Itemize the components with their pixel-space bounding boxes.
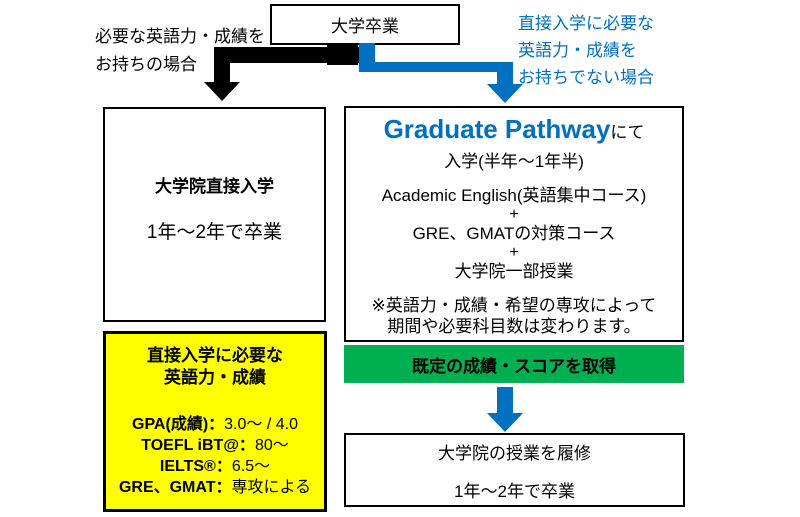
pathway-title-en: Graduate Pathway <box>383 114 611 144</box>
black-arrowhead-icon <box>204 82 240 101</box>
blue-arrow-hbar <box>359 62 513 72</box>
final-box-line2: 1年〜2年で卒業 <box>454 481 575 501</box>
left-branch-label-line2: お持ちの場合 <box>95 55 197 74</box>
pathway-admission: 入学(半年〜1年半) <box>444 152 584 171</box>
blue-down-arrow-shaft <box>497 387 513 414</box>
pathway-course1: Academic English(英語集中コース) <box>381 186 647 205</box>
requirement-item-ielts: IELTS®：6.5〜 <box>159 458 271 475</box>
direct-entry-title: 大学院直接入学 <box>155 176 274 196</box>
pathway-note2: 期間や必要科目数は変わります。 <box>387 317 641 336</box>
green-status-bar: 既定の成績・スコアを取得 <box>344 345 684 383</box>
blue-arrowhead-icon <box>487 84 523 103</box>
direct-entry-duration: 1年〜2年で卒業 <box>146 221 283 243</box>
final-box: 大学院の授業を履修 1年〜2年で卒業 <box>344 433 685 507</box>
blue-arrow-vleg <box>497 62 513 85</box>
direct-entry-box: 大学院直接入学 1年〜2年で卒業 <box>103 107 326 322</box>
right-branch-label-line2: 英語力・成績を <box>518 41 637 60</box>
pathway-title: Graduate Pathwayにて <box>384 113 645 149</box>
black-arrow-vleg <box>214 60 230 83</box>
graduation-box-label: 大学卒業 <box>331 17 399 36</box>
requirements-title-line1: 直接入学に必要な <box>147 346 283 365</box>
requirements-box: 直接入学に必要な 英語力・成績 GPA(成績)：3.0〜 / 4.0 TOEFL… <box>103 331 327 512</box>
green-status-label: 既定の成績・スコアを取得 <box>412 356 616 376</box>
right-branch-label-line1: 直接入学に必要な <box>518 14 654 33</box>
pathway-course3: 大学院一部授業 <box>454 262 574 281</box>
pathway-box: Graduate Pathwayにて 入学(半年〜1年半) Academic E… <box>344 106 684 342</box>
right-branch-label: 直接入学に必要な 英語力・成績を お持ちでない場合 <box>518 10 698 91</box>
final-box-line1: 大学院の授業を履修 <box>438 443 591 463</box>
pathway-course2: GRE、GMATの対策コース <box>412 224 616 243</box>
left-branch-label-line1: 必要な英語力・成績を <box>95 27 265 46</box>
pathway-plus1: + <box>509 206 519 223</box>
pathway-note1: ※英語力・成績・希望の専攻によって <box>371 296 657 315</box>
pathway-plus2: + <box>509 244 519 261</box>
requirements-list: GPA(成績)：3.0〜 / 4.0 TOEFL iBT@：80〜 IELTS®… <box>119 414 311 498</box>
requirement-item-gpa: GPA(成績)：3.0〜 / 4.0 <box>132 416 298 433</box>
pathway-title-suffix: にて <box>610 123 645 142</box>
requirement-item-gre-gmat: GRE、GMAT：専攻による <box>118 479 312 496</box>
requirements-title-line2: 英語力・成績 <box>164 368 266 387</box>
requirement-item-toefl: TOEFL iBT@：80〜 <box>141 437 289 454</box>
blue-down-arrowhead-icon <box>487 413 523 432</box>
black-arrow-hbar <box>214 47 360 63</box>
right-branch-label-line3: お持ちでない場合 <box>518 68 654 87</box>
graduation-box: 大学卒業 <box>270 4 460 45</box>
left-branch-label: 必要な英語力・成績を お持ちの場合 <box>95 23 275 79</box>
